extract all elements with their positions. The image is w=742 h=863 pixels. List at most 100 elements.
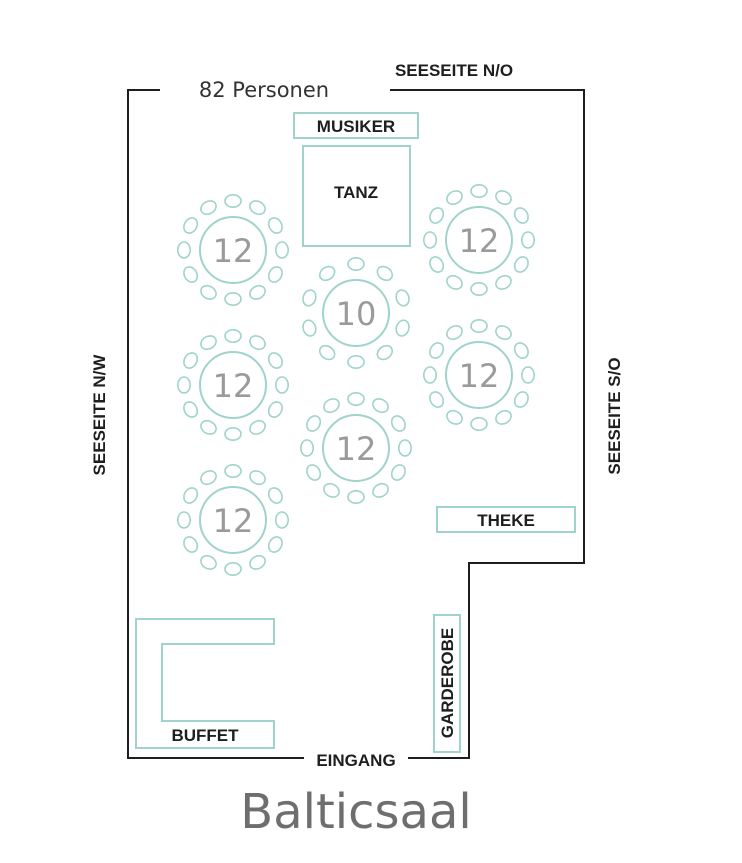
table-7: 12	[422, 318, 536, 432]
seat-icon	[318, 265, 336, 282]
seat-icon	[429, 207, 445, 224]
seat-icon	[513, 391, 529, 408]
seat-icon	[200, 470, 217, 486]
seat-icon	[395, 289, 410, 307]
seat-icon	[200, 554, 217, 570]
seat-icon	[395, 319, 410, 337]
dance-floor	[302, 145, 411, 247]
seat-icon	[423, 231, 438, 249]
table-number: 12	[459, 222, 500, 260]
seat-icon	[513, 207, 529, 224]
table-number: 10	[336, 295, 377, 333]
round-table-icon	[199, 216, 267, 284]
seat-icon	[183, 266, 199, 283]
musicians-area	[293, 112, 419, 139]
seat-icon	[267, 217, 283, 234]
seat-icon	[249, 335, 266, 351]
room-title: Balticsaal	[240, 784, 471, 840]
seat-icon	[183, 536, 199, 553]
seat-icon	[249, 554, 266, 570]
seat-icon	[302, 319, 317, 337]
seat-icon	[267, 352, 283, 369]
bar-counter	[436, 506, 576, 533]
seat-icon	[267, 401, 283, 418]
seaside-nw-label: SEESEITE N/W	[90, 354, 109, 476]
wall-right	[390, 89, 585, 759]
seat-icon	[200, 335, 217, 351]
seat-icon	[177, 241, 192, 259]
seat-icon	[249, 200, 266, 216]
seat-icon	[372, 482, 389, 498]
entrance-label: EINGANG	[316, 751, 395, 770]
cloakroom	[433, 614, 461, 753]
seat-icon	[495, 190, 512, 206]
seat-icon	[429, 256, 445, 273]
seat-icon	[274, 241, 289, 259]
seat-icon	[446, 409, 463, 425]
seat-icon	[347, 391, 365, 406]
seat-icon	[224, 463, 242, 478]
seat-icon	[176, 511, 191, 529]
capacity-label: 82 Personen	[199, 78, 329, 102]
seat-icon	[513, 256, 529, 273]
seat-icon	[267, 536, 283, 553]
seat-icon	[183, 487, 199, 504]
seat-icon	[249, 470, 266, 486]
seat-icon	[495, 274, 512, 290]
seat-icon	[249, 284, 266, 300]
seat-icon	[275, 376, 290, 394]
seat-icon	[183, 401, 199, 418]
table-3: 12	[176, 463, 290, 577]
seat-icon	[347, 355, 365, 370]
table-number: 12	[213, 232, 254, 270]
seat-icon	[183, 217, 199, 234]
seat-icon	[470, 417, 488, 432]
seat-icon	[470, 318, 488, 333]
room-walls	[127, 89, 585, 759]
seat-icon	[470, 282, 488, 297]
seat-icon	[376, 344, 394, 361]
bar-label: THEKE	[477, 511, 535, 530]
table-1: 12	[177, 194, 289, 307]
seat-icon	[224, 562, 242, 577]
seat-icon	[275, 511, 290, 529]
seat-icon	[200, 284, 217, 300]
table-5: 12	[299, 391, 413, 505]
seat-icon	[495, 325, 512, 341]
table-number: 12	[336, 430, 377, 468]
round-table-icon	[199, 351, 267, 419]
seat-icon	[183, 352, 199, 369]
seat-icon	[306, 464, 322, 481]
seat-icon	[372, 398, 389, 414]
seat-icon	[249, 419, 266, 435]
seat-icon	[224, 328, 242, 343]
seat-icon	[224, 292, 242, 307]
seat-icon	[513, 342, 529, 359]
table-2: 12	[176, 328, 290, 442]
seat-icon	[224, 194, 242, 209]
seat-icon	[299, 439, 314, 457]
round-table-icon	[445, 206, 513, 274]
tables: 12 12 12 10 12 12 12	[176, 184, 536, 577]
seat-icon	[495, 409, 512, 425]
musicians-label: MUSIKER	[317, 117, 395, 136]
seat-icon	[446, 190, 463, 206]
round-table-icon	[322, 279, 390, 347]
seat-icon	[200, 200, 217, 216]
table-number: 12	[459, 357, 500, 395]
seat-icon	[446, 274, 463, 290]
seaside-no-label: SEESEITE N/O	[395, 61, 513, 80]
seat-icon	[446, 325, 463, 341]
seat-icon	[267, 487, 283, 504]
table-number: 12	[213, 502, 254, 540]
dance-floor-label: TANZ	[334, 183, 378, 202]
round-table-icon	[322, 414, 390, 482]
seat-icon	[398, 439, 413, 457]
table-6: 12	[423, 184, 535, 297]
seat-icon	[390, 464, 406, 481]
seat-icon	[302, 289, 317, 307]
seat-icon	[267, 266, 283, 283]
seat-icon	[376, 265, 394, 282]
seat-icon	[347, 256, 365, 271]
